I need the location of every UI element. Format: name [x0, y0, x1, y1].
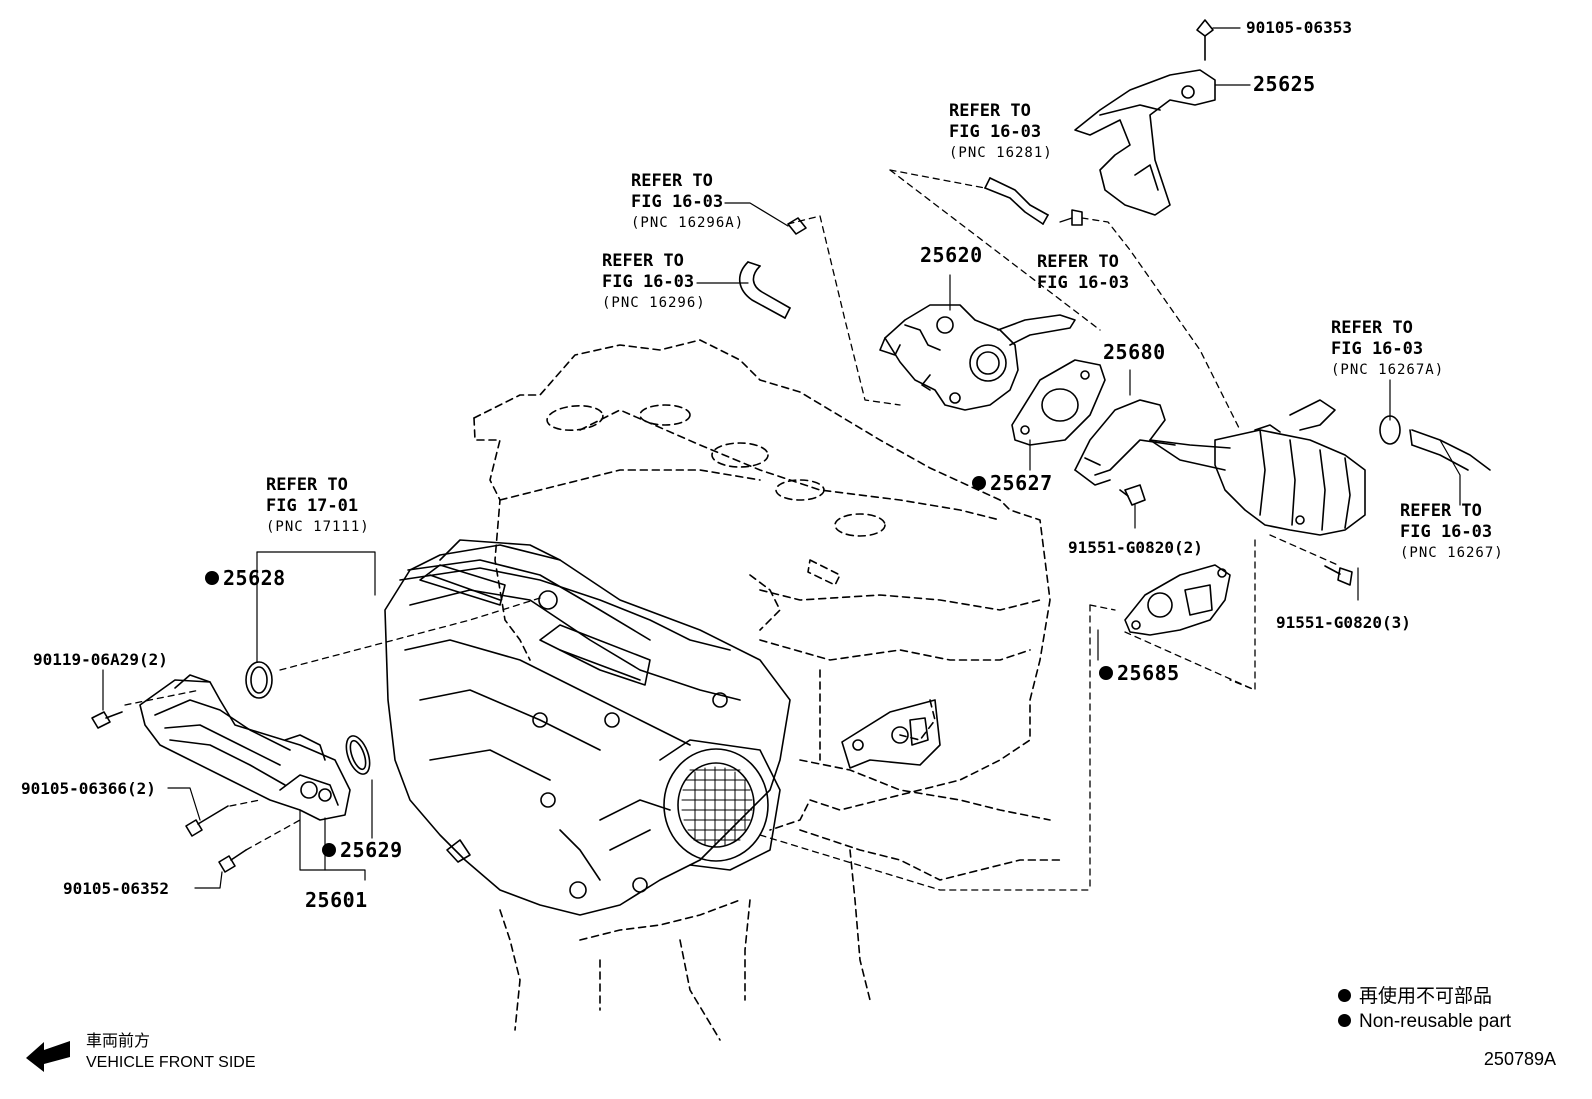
- part-25625[interactable]: 25625: [1253, 72, 1316, 96]
- part-25685[interactable]: 25685: [1099, 661, 1180, 685]
- refer-pnc: (PNC 16296A): [631, 215, 745, 231]
- part-90119-06a29[interactable]: 90119-06A29(2): [33, 650, 168, 669]
- part-91551-g0820-3[interactable]: 91551-G0820(3): [1276, 613, 1411, 632]
- part-25628[interactable]: 25628: [205, 566, 286, 590]
- part-number: 25629: [340, 838, 403, 862]
- bracket-25625: [1074, 19, 1216, 216]
- part-90105-06353[interactable]: 90105-06353: [1246, 18, 1352, 37]
- vehicle-front-jp: 車両前方: [86, 1033, 151, 1050]
- refer-label-16281: REFER TO FIG 16-03 (PNC 16281): [949, 101, 1053, 164]
- figure-code: 250789A: [1483, 1049, 1556, 1069]
- refer-label-16296a: REFER TO FIG 16-03 (PNC 16296A): [631, 171, 744, 234]
- legend-row-jp: 再使用不可部品: [1338, 984, 1511, 1009]
- refer-line-1: REFER TO: [1400, 501, 1482, 521]
- refer-label-16267: REFER TO FIG 16-03 (PNC 16267): [1400, 501, 1504, 564]
- vehicle-front-arrow-icon: [26, 1041, 70, 1072]
- non-reusable-dot-icon: [1099, 665, 1113, 680]
- part-91551-g0820-2[interactable]: 91551-G0820(2): [1068, 538, 1203, 557]
- refer-line-1: REFER TO: [266, 475, 348, 495]
- refer-pnc: (PNC 16267A): [1331, 362, 1445, 378]
- leader-lines: [102, 27, 1461, 889]
- engine-outline: [473, 339, 1061, 1041]
- refer-label-17111: REFER TO FIG 17-01 (PNC 17111): [266, 475, 370, 538]
- egr-valve: [879, 304, 1076, 411]
- non-reusable-dot-icon: [322, 842, 336, 857]
- part-number: 25628: [223, 566, 286, 590]
- non-reusable-dot-icon: [1338, 989, 1351, 1003]
- refer-line-2: FIG 16-03: [949, 122, 1042, 142]
- refer-line-2: FIG 16-03: [631, 192, 724, 212]
- phantom-lines: [124, 169, 1341, 891]
- legend-jp-text: 再使用不可部品: [1359, 986, 1493, 1007]
- vehicle-front-text: 車両前方 VEHICLE FRONT SIDE: [86, 1031, 256, 1073]
- refer-line-1: REFER TO: [631, 171, 713, 191]
- legend-row-en: Non-reusable part: [1338, 1009, 1511, 1034]
- intake-manifold: [384, 539, 791, 916]
- refer-pnc: (PNC 16267): [1400, 545, 1504, 561]
- refer-label-16296: REFER TO FIG 16-03 (PNC 16296): [602, 251, 706, 314]
- part-25601[interactable]: 25601: [305, 888, 368, 912]
- non-reusable-dot-icon: [972, 475, 986, 490]
- refer-pnc: (PNC 17111): [266, 519, 370, 535]
- fuel-rail-assembly: [139, 661, 371, 821]
- part-25620[interactable]: 25620: [920, 243, 983, 267]
- part-90105-06352[interactable]: 90105-06352: [63, 879, 169, 898]
- egr-pipe: [1074, 399, 1231, 486]
- refer-pnc: (PNC 16281): [949, 145, 1053, 161]
- refer-line-1: REFER TO: [949, 101, 1031, 121]
- refer-line-2: FIG 17-01: [266, 496, 359, 516]
- gasket-25685: [1124, 564, 1231, 636]
- bolts-91551: [1119, 484, 1353, 586]
- hoses: [739, 177, 1083, 319]
- refer-line-1: REFER TO: [1331, 318, 1413, 338]
- refer-pnc: (PNC 16296): [602, 295, 706, 311]
- refer-line-2: FIG 16-03: [1037, 273, 1130, 293]
- part-25680[interactable]: 25680: [1103, 340, 1166, 364]
- legend-en-text: Non-reusable part: [1359, 1011, 1512, 1032]
- refer-label-16267a: REFER TO FIG 16-03 (PNC 16267A): [1331, 318, 1444, 381]
- gasket-25627: [1011, 359, 1106, 446]
- refer-label-1603: REFER TO FIG 16-03: [1037, 252, 1129, 294]
- part-number: 25685: [1117, 661, 1180, 685]
- non-reusable-dot-icon: [205, 570, 219, 585]
- refer-line-1: REFER TO: [1037, 252, 1119, 272]
- refer-line-1: REFER TO: [602, 251, 684, 271]
- non-reusable-dot-icon: [1338, 1014, 1351, 1028]
- part-90105-06366[interactable]: 90105-06366(2): [21, 779, 156, 798]
- vehicle-front-en: VEHICLE FRONT SIDE: [86, 1054, 256, 1071]
- legend: 再使用不可部品 Non-reusable part: [1338, 984, 1511, 1034]
- refer-line-2: FIG 16-03: [1400, 522, 1493, 542]
- engine-gasket-plate: [841, 699, 941, 769]
- part-number: 25627: [990, 471, 1053, 495]
- refer-line-2: FIG 16-03: [602, 272, 695, 292]
- egr-cooler: [1214, 399, 1491, 536]
- refer-line-2: FIG 16-03: [1331, 339, 1424, 359]
- part-25629[interactable]: 25629: [322, 838, 403, 862]
- fuel-rail-bolts: [91, 711, 247, 873]
- part-25627[interactable]: 25627: [972, 471, 1053, 495]
